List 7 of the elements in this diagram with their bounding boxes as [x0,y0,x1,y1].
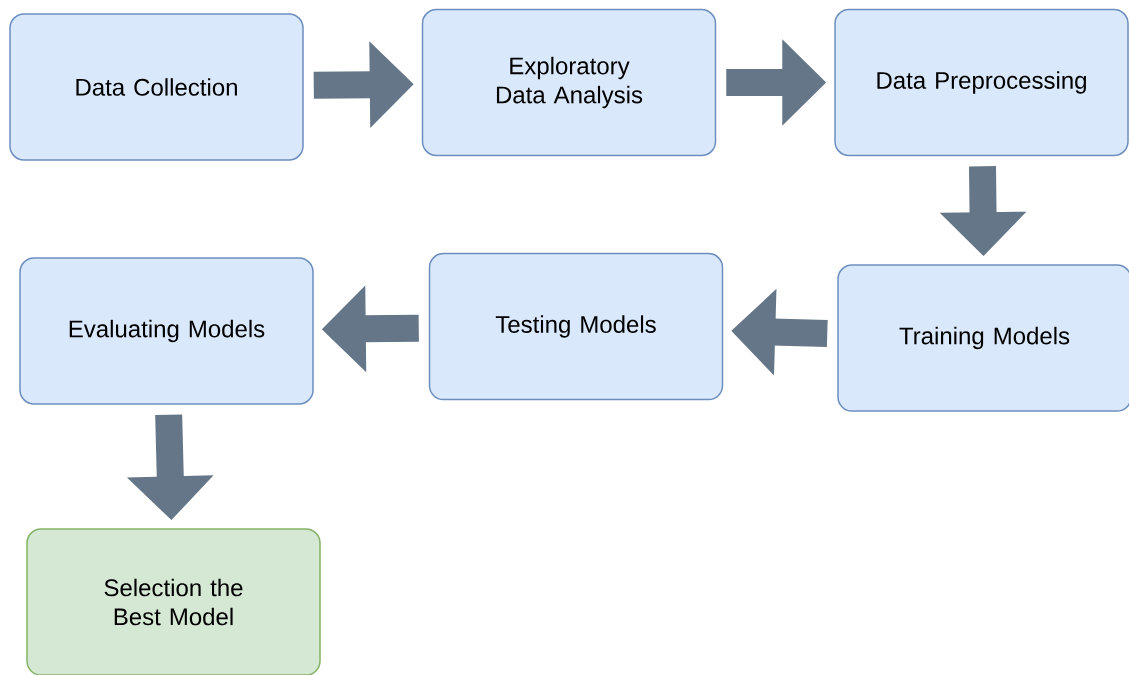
process-box: Data Collection [9,13,304,161]
process-box: Evaluating Models [19,257,314,405]
process-box: Exploratory Data Analysis [421,8,717,157]
process-box: Data Preprocessing [834,8,1129,157]
process-box: Testing Models [428,252,724,401]
process-box: Training Models [837,264,1129,412]
process-box: Selection the Best Model [26,528,321,675]
